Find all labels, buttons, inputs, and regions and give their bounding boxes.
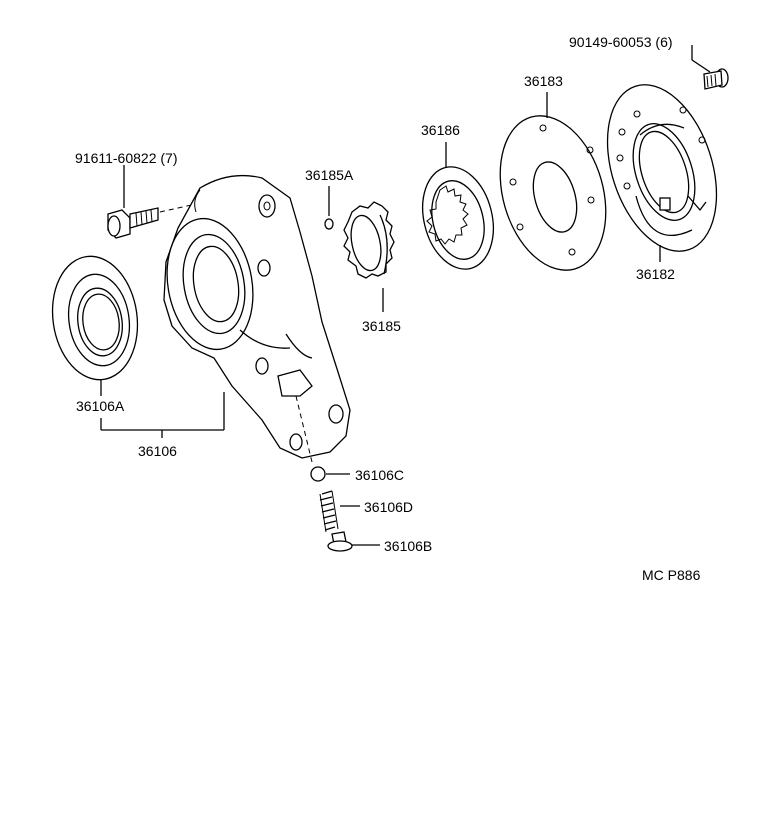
bolt-91611 xyxy=(107,165,197,239)
oil-seal-36106A xyxy=(51,255,139,396)
catalog-code: MC P886 xyxy=(642,567,701,583)
label-36186: 36186 xyxy=(421,122,460,138)
label-36182: 36182 xyxy=(636,266,675,282)
pump-cover-36182 xyxy=(606,84,718,262)
plate-36183 xyxy=(499,92,607,271)
label-36185A: 36185A xyxy=(305,167,354,183)
label-36106A: 36106A xyxy=(76,398,125,414)
bracket-36106 xyxy=(100,418,224,438)
label-90149: 90149-60053 (6) xyxy=(569,34,673,50)
label-36185: 36185 xyxy=(362,318,401,334)
label-36106: 36106 xyxy=(138,443,177,459)
label-36106D: 36106D xyxy=(364,499,413,515)
label-36183: 36183 xyxy=(524,73,563,89)
key-36185A xyxy=(324,186,334,230)
label-36106C: 36106C xyxy=(355,467,404,483)
label-36106B: 36106B xyxy=(384,538,432,554)
spring-36106D xyxy=(319,490,360,533)
driven-rotor-36186 xyxy=(422,142,494,270)
label-91611: 91611-60822 (7) xyxy=(75,150,177,166)
plug-36106B xyxy=(327,531,380,552)
ball-36106C xyxy=(310,466,350,482)
drive-rotor-36185 xyxy=(343,201,395,312)
pump-body-36106 xyxy=(163,174,351,463)
screw-90149 xyxy=(691,45,729,90)
